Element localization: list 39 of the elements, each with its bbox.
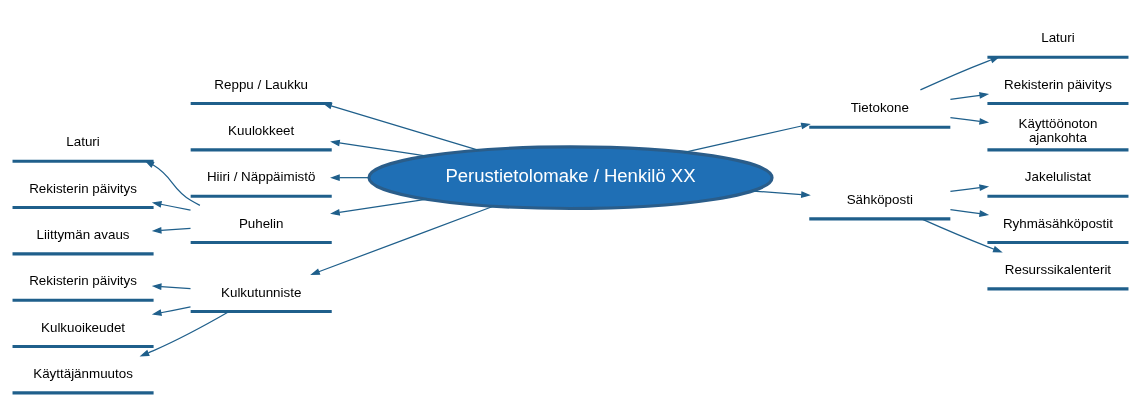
node-text: Kulkuoikeudet <box>41 319 126 335</box>
node-text: Kuulokkeet <box>228 122 295 138</box>
node-text: Rekisterin päivitys <box>1004 75 1112 91</box>
node-text: Reppu / Laukku <box>214 75 309 91</box>
node-text: Ryhmäsähköpostit <box>1002 215 1113 231</box>
node-text: Käyttäjänmuutos <box>33 365 133 381</box>
arrow <box>151 226 192 234</box>
node-text: Rekisterin päivitys <box>29 272 137 288</box>
arrow <box>139 310 230 356</box>
arrow <box>949 91 990 100</box>
node-text: Hiiri / Näppäimistö <box>206 168 316 184</box>
arrow <box>151 305 192 316</box>
node-text: Käyttöönoton ajankohta <box>1018 115 1098 145</box>
arrow <box>949 183 990 192</box>
node-text: Puhelin <box>238 215 284 231</box>
node-text: Jakelulistat <box>1024 168 1092 184</box>
node-text: Resurssikalenterit <box>1004 261 1112 277</box>
node-text: Laturi <box>1041 29 1075 45</box>
arrow <box>949 116 990 125</box>
node-text: Laturi <box>66 133 100 149</box>
node-text: Kulkutunniste <box>221 284 302 299</box>
arrow <box>330 139 428 157</box>
arrow <box>920 217 1003 252</box>
arrow <box>310 204 495 275</box>
arrow <box>151 282 192 290</box>
node-text: Tietokone <box>850 99 909 115</box>
node-text: Rekisterin päivitys <box>29 180 137 195</box>
arrow <box>949 208 990 217</box>
arrow <box>330 198 428 216</box>
arrow <box>330 173 370 181</box>
node-text: Liittymän avaus <box>36 226 130 242</box>
node-text: Sähköposti <box>846 191 913 207</box>
arrow <box>322 102 480 151</box>
arrow <box>919 56 1001 91</box>
arrow <box>751 189 811 198</box>
arrow <box>683 122 811 153</box>
node-ellipse: Perustietolomake / Henkilö XX <box>367 144 774 210</box>
arrow <box>144 159 201 206</box>
arrow <box>151 200 192 211</box>
